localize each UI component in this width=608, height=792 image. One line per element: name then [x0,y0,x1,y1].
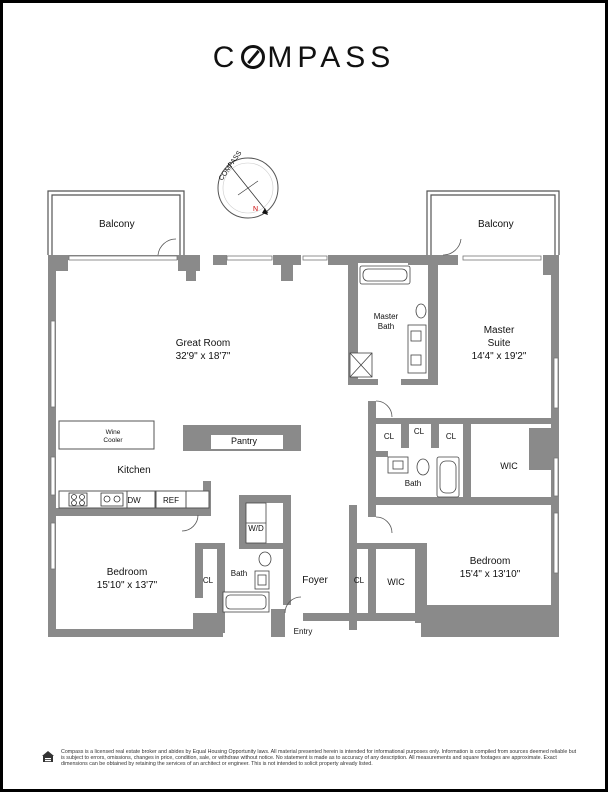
bedroom-left-dims: 15'10" x 13'7" [97,580,158,591]
kitchen-sink-icon [100,492,124,507]
master-bath-fixtures [349,265,427,378]
middle-bath-label: Bath [405,479,421,488]
washer-dryer [245,502,267,544]
logo-o-mark [241,45,266,69]
north-label: N [253,206,258,213]
legal-disclaimer: Compass is a licensed real estate broker… [61,749,577,768]
bedroom-left-label: Bedroom [107,567,148,578]
wine-cooler-label-2: Cooler [103,437,123,444]
floor-plan-drawing: COMPASS N [47,150,560,637]
closet-label-4: CL [203,576,214,585]
pantry-label: Pantry [231,436,258,446]
wic-top-label: WIC [500,461,518,471]
master-bath-label-2: Bath [378,322,394,331]
great-room-label: Great Room [176,338,230,349]
left-bath-fixtures [222,551,272,613]
compass-logo: C MPASS [3,41,605,75]
balcony-right-outline [426,190,560,255]
entry-label: Entry [294,627,313,636]
door-swings [157,238,462,614]
master-bath-label-1: Master [374,312,399,321]
wic-bottom-label: WIC [387,577,405,587]
cooktop-icon [68,492,88,507]
closet-label-1: CL [384,432,395,441]
logo-text-end: MPASS [267,41,396,74]
balcony-left-label: Balcony [99,219,135,230]
left-bath-label: Bath [231,569,247,578]
equal-housing-icon [42,751,54,762]
kitchen-counters [58,420,210,509]
closet-label-3: CL [446,432,457,441]
bedroom-right-dims: 15'4" x 13'10" [460,569,521,580]
refrigerator-label: REF [163,496,179,505]
washer-dryer-label: W/D [248,524,264,533]
master-suite-label-1: Master [484,325,515,336]
windows [50,255,559,574]
dishwasher-label: DW [127,496,141,505]
middle-bath-fixtures [387,456,460,498]
master-suite-label-2: Suite [488,338,511,349]
balcony-right-label: Balcony [478,219,514,230]
balcony-left-outline [47,190,185,255]
bedroom-right-label: Bedroom [470,556,511,567]
foyer-label: Foyer [302,575,328,586]
wine-cooler-label-1: Wine [106,429,121,436]
logo-text-start: C [212,41,240,74]
great-room-dims: 32'9" x 18'7" [176,351,231,362]
closet-label-5: CL [354,576,365,585]
master-suite-dims: 14'4" x 19'2" [472,351,527,362]
kitchen-label: Kitchen [117,465,150,476]
compass-rose: COMPASS N [217,150,279,219]
exterior-walls [48,255,559,637]
closet-label-2: CL [414,427,425,436]
pantry-opening [211,435,283,449]
